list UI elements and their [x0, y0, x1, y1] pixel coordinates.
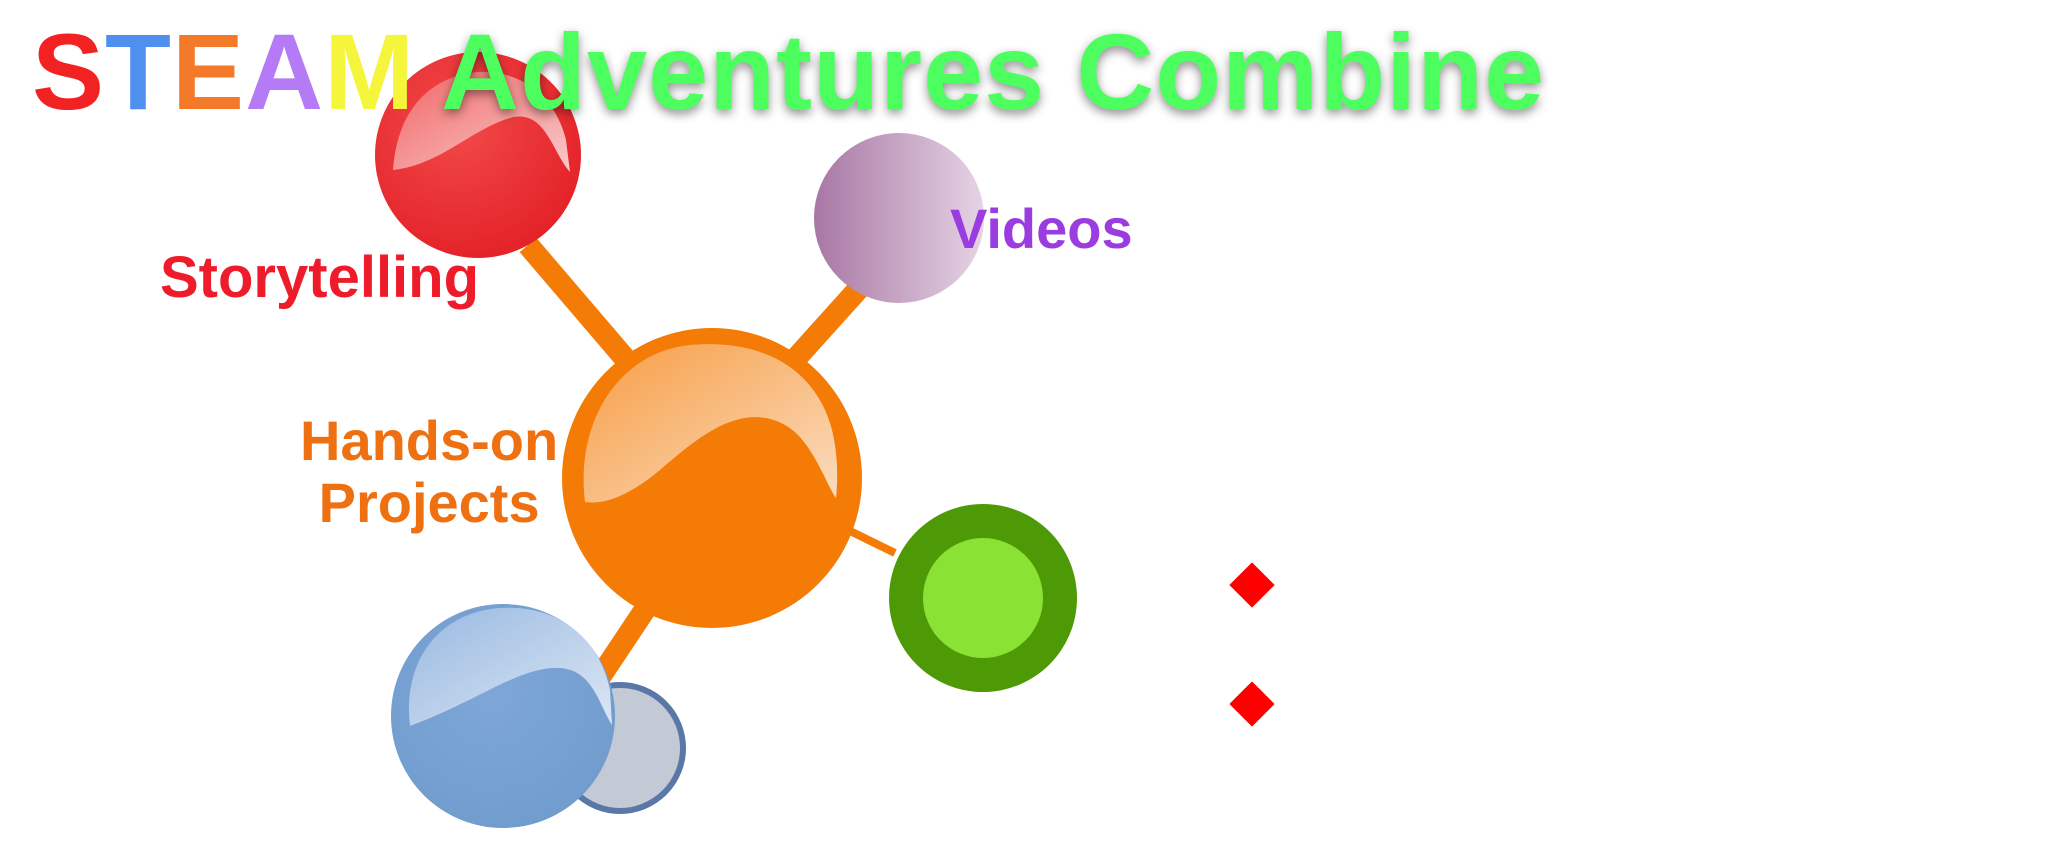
connector-green [846, 526, 897, 557]
label-videos: Videos [950, 197, 1133, 260]
connector-red [519, 237, 637, 370]
blue-node [391, 604, 615, 828]
label-storytelling: Storytelling [160, 245, 480, 310]
title-rest: Adventures Combine [441, 11, 1546, 132]
label-hands-on: Hands-on [300, 409, 559, 472]
title-letter-t: T [105, 11, 173, 132]
label-projects: Projects [318, 470, 540, 534]
connector-blue [590, 598, 658, 684]
red-node [375, 52, 581, 258]
green-node [889, 504, 1077, 692]
label-hands-on-projects: Hands-on Projects [300, 410, 558, 533]
title-letter-s: S [32, 11, 106, 132]
title-letter-a: A [245, 11, 325, 132]
purple-node [814, 133, 984, 303]
title-letter-m: M [324, 11, 416, 132]
title-letter-e: E [172, 11, 246, 132]
orange-hub-node [562, 328, 862, 628]
connector-purple [781, 277, 871, 373]
